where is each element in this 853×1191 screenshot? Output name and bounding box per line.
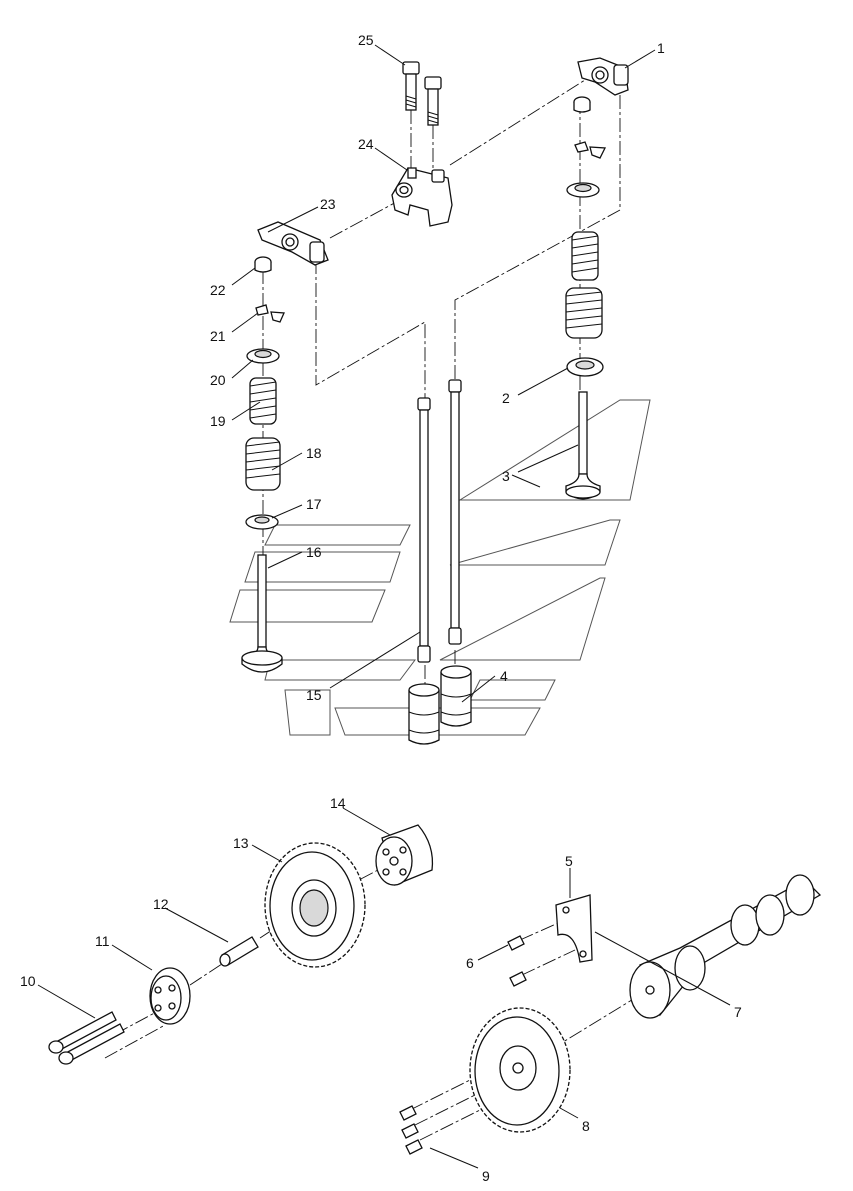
- callout-10: 10: [20, 973, 36, 989]
- callout-3: 3: [502, 468, 510, 484]
- valve-right: [565, 391, 601, 500]
- callout-8: 8: [582, 1118, 590, 1134]
- thrust-plate: [149, 967, 191, 1025]
- callout-9: 9: [482, 1168, 490, 1184]
- push-rods: [417, 379, 462, 663]
- callout-24: 24: [358, 136, 374, 152]
- callout-25: 25: [358, 32, 374, 48]
- callout-23: 23: [320, 196, 336, 212]
- callout-21: 21: [210, 328, 226, 344]
- cam-retainer-plate: [507, 894, 593, 987]
- rocker-bracket: [391, 167, 453, 227]
- callout-7: 7: [734, 1004, 742, 1020]
- callout-labels: 1 25 24 23 22 21 20 19 18 17 16 2 3 4 15…: [20, 32, 742, 1184]
- tappets: [408, 665, 472, 745]
- callout-11: 11: [95, 933, 110, 949]
- callout-4: 4: [500, 668, 508, 684]
- idler-shaft: [219, 936, 259, 967]
- rocker-arm-right: [566, 57, 629, 198]
- camshaft-gear: [469, 1007, 571, 1133]
- callout-16: 16: [306, 544, 322, 560]
- callout-13: 13: [233, 835, 249, 851]
- valve-left: [241, 554, 283, 673]
- idler-gear: [264, 842, 366, 968]
- callout-12: 12: [153, 896, 169, 912]
- callout-19: 19: [210, 413, 226, 429]
- callout-6: 6: [466, 955, 474, 971]
- valve-springs-right: [565, 231, 604, 377]
- gear-screws: [399, 1105, 423, 1155]
- callout-1: 1: [657, 40, 665, 56]
- valve-springs-left: [245, 377, 281, 530]
- callout-17: 17: [306, 496, 322, 512]
- bolts-25: [402, 61, 442, 126]
- rocker-arm-left: [246, 221, 329, 364]
- camshaft: [629, 874, 822, 1019]
- callout-15: 15: [306, 687, 322, 703]
- callout-20: 20: [210, 372, 226, 388]
- callout-2: 2: [502, 390, 510, 406]
- callout-5: 5: [565, 853, 573, 869]
- watermark-logo: [229, 399, 651, 736]
- callout-22: 22: [210, 282, 226, 298]
- bushing: [375, 824, 434, 886]
- callout-14: 14: [330, 795, 346, 811]
- long-bolts: [48, 1011, 125, 1065]
- leader-lines: [37, 44, 731, 1169]
- callout-18: 18: [306, 445, 322, 461]
